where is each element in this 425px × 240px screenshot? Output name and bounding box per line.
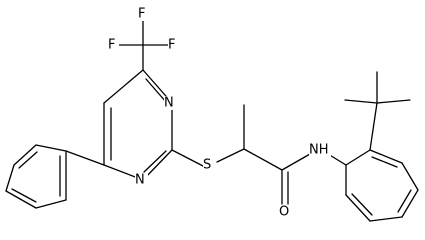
aryl-double-1 bbox=[371, 156, 398, 168]
aryl-bond-1 bbox=[345, 149, 371, 166]
atom-f-right: F bbox=[168, 38, 175, 53]
bond-s-ch bbox=[216, 148, 245, 163]
aryl-double-2 bbox=[397, 189, 412, 213]
atom-f-top: F bbox=[138, 7, 145, 22]
atom-labels: F F F N N S NH O bbox=[108, 7, 331, 220]
aryl-bond-2 bbox=[369, 149, 403, 164]
bond-aryl-tbu bbox=[369, 102, 378, 151]
atom-n-pyrimidine-top: N bbox=[164, 96, 174, 111]
bond-ring-to-phenyl bbox=[65, 150, 105, 166]
atom-f-left: F bbox=[108, 38, 115, 53]
atom-nh-amide: NH bbox=[309, 143, 329, 158]
aryl-bond-6 bbox=[345, 194, 371, 222]
phenyl-bond-1 bbox=[35, 144, 67, 152]
bond-c2-s bbox=[171, 149, 204, 167]
double-bond-c2-n1 bbox=[143, 150, 167, 173]
bond-c5-c4 bbox=[103, 69, 144, 104]
double-bond-c4-n3 bbox=[145, 78, 167, 103]
atom-s-thioether: S bbox=[203, 158, 211, 173]
phenyl-bond-5 bbox=[35, 199, 67, 209]
tert-butyl-group bbox=[344, 71, 411, 151]
phenyl-ring-right bbox=[345, 149, 419, 222]
phenyl-bond-4 bbox=[5, 190, 37, 209]
phenyl-bond-3 bbox=[5, 164, 15, 192]
phenyl-ring-left bbox=[5, 144, 105, 209]
phenyl-bond-2 bbox=[13, 144, 37, 166]
phenyl-double-1 bbox=[18, 151, 38, 169]
bond-tbu-methyl-left bbox=[344, 99, 378, 104]
bond-tbu-methyl-right bbox=[376, 99, 411, 104]
chemical-structure-diagram: F F F N N S NH O bbox=[5, 7, 419, 222]
aryl-bond-3 bbox=[401, 162, 419, 191]
aryl-bond-5 bbox=[369, 216, 403, 222]
pyrimidine-ring bbox=[103, 69, 173, 181]
aryl-double-3 bbox=[351, 193, 373, 216]
phenyl-double-2 bbox=[11, 188, 37, 203]
bond-ch-carbonyl bbox=[243, 148, 283, 171]
bond-carbonyl-n bbox=[281, 153, 311, 171]
aryl-bond-4 bbox=[401, 189, 419, 218]
atom-o-carbonyl: O bbox=[279, 205, 289, 220]
atom-n-pyrimidine-bottom: N bbox=[135, 173, 145, 188]
trifluoromethyl-group bbox=[117, 20, 169, 71]
